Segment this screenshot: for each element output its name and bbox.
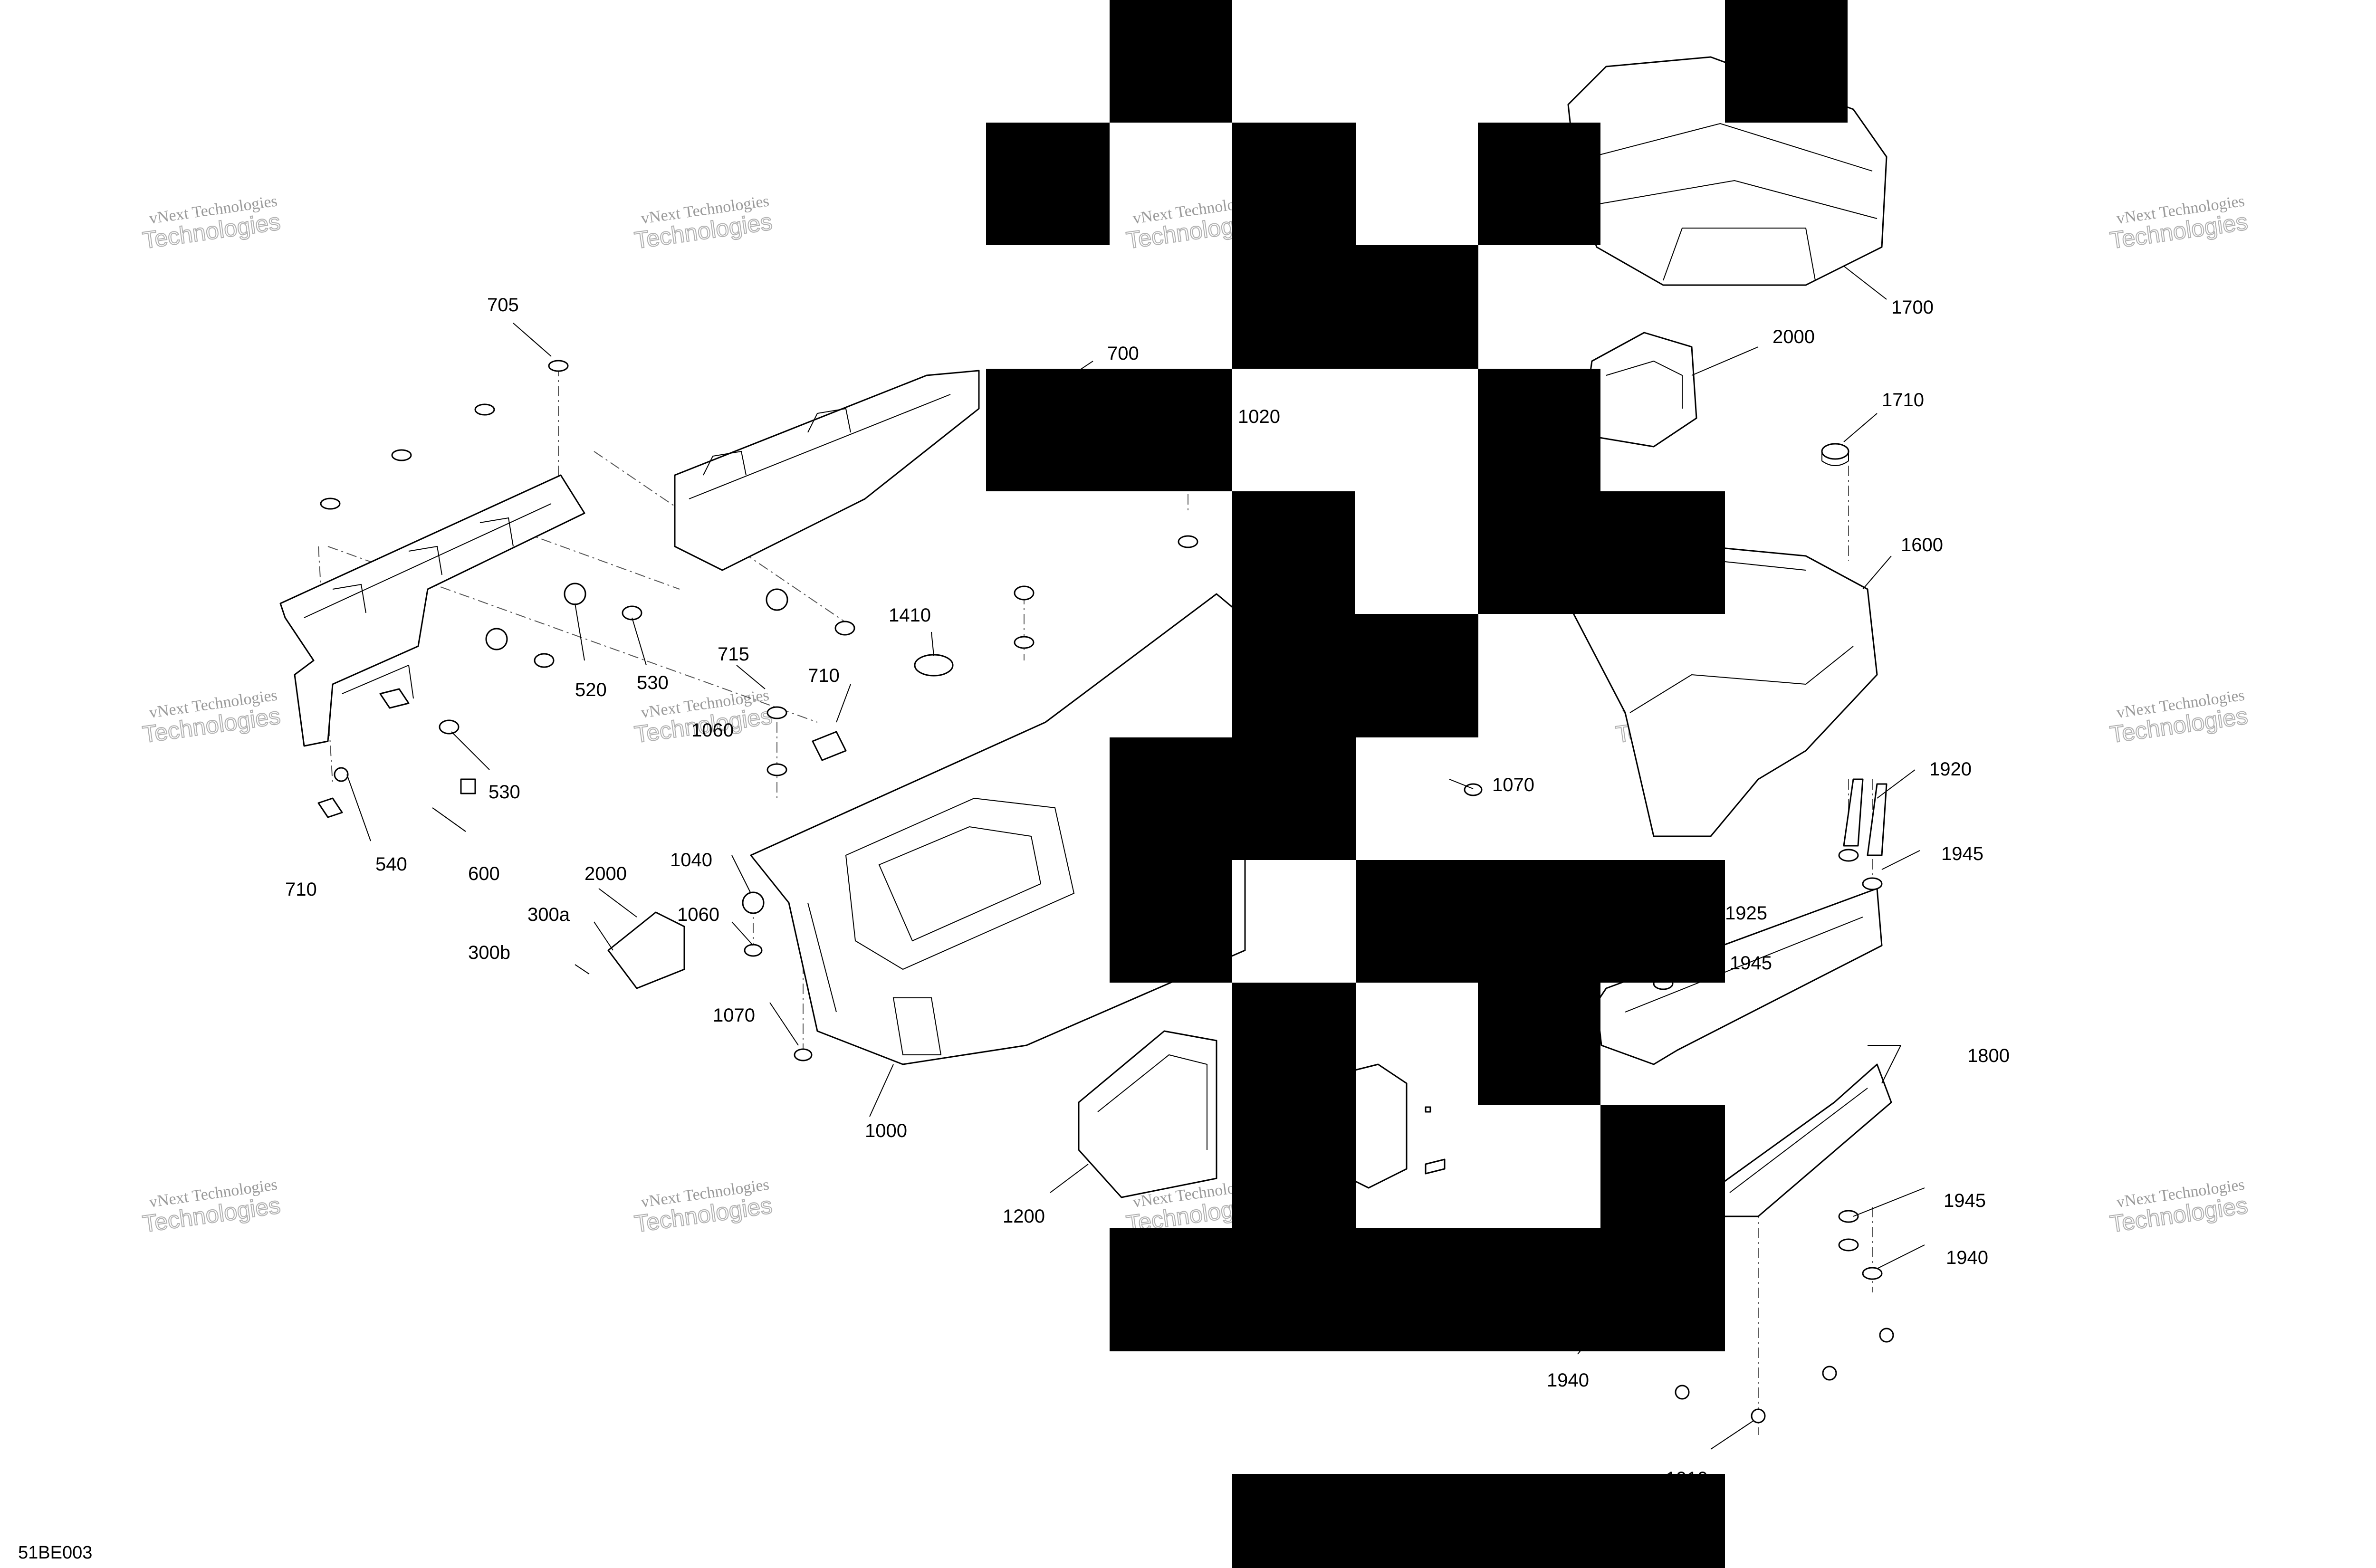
- front-rail-700: [674, 370, 980, 571]
- callout-300b: 300b: [468, 942, 510, 963]
- callout-530-lower: 530: [489, 782, 520, 803]
- callout-1945-upper: 1945: [1941, 843, 1983, 864]
- callout-520: 520: [575, 679, 607, 700]
- callout-1945-lower: 1945: [1944, 1190, 1986, 1211]
- callout-1710: 1710: [1882, 390, 1924, 411]
- callout-1060-upper: 1060: [691, 720, 734, 741]
- callout-300a: 300a: [527, 904, 570, 925]
- callout-540: 540: [375, 854, 407, 875]
- callout-710-lower: 710: [285, 879, 317, 900]
- rear-bumper-1800: [1596, 888, 1892, 1217]
- callout-labels: 705 700 1020 1700 2000 1710 1600 1410 71…: [285, 295, 2010, 1489]
- callout-1940-bottom: 1940: [1547, 1370, 1589, 1391]
- diagram-reference-code: 51BE003: [18, 1543, 92, 1563]
- callout-1945-middle: 1945: [1730, 953, 1772, 974]
- callout-1020: 1020: [1238, 406, 1280, 427]
- callout-2000-lower: 2000: [584, 863, 627, 884]
- callout-1040: 1040: [670, 850, 712, 870]
- callout-1600: 1600: [1901, 535, 1943, 555]
- callout-600: 600: [468, 863, 500, 884]
- callout-1060-lower: 1060: [677, 904, 719, 925]
- callout-1920: 1920: [1929, 759, 1972, 780]
- callout-530-upper: 530: [637, 672, 669, 693]
- callout-1070-right: 1070: [1492, 774, 1534, 795]
- latch-2000-upper: [1586, 332, 1697, 448]
- callout-1700: 1700: [1891, 297, 1934, 318]
- callout-1200: 1200: [1003, 1206, 1045, 1227]
- callout-1940-right: 1940: [1946, 1247, 1988, 1268]
- storage-bin-1200: [1078, 1030, 1217, 1198]
- frame-bracket-600: [279, 474, 585, 747]
- grommet-1710: [1821, 443, 1849, 466]
- callout-1925: 1925: [1725, 903, 1767, 924]
- callout-710-upper: 710: [808, 665, 840, 686]
- callout-700: 700: [1107, 343, 1139, 364]
- callout-715: 715: [718, 644, 749, 665]
- callout-1800: 1800: [1967, 1045, 2010, 1066]
- callout-2000-upper: 2000: [1772, 326, 1815, 347]
- callout-1410: 1410: [889, 605, 931, 626]
- callout-1000: 1000: [865, 1120, 907, 1141]
- callout-705: 705: [487, 295, 519, 316]
- occlusion-blocks: [986, 0, 1848, 1568]
- callout-1070-left: 1070: [713, 1005, 755, 1026]
